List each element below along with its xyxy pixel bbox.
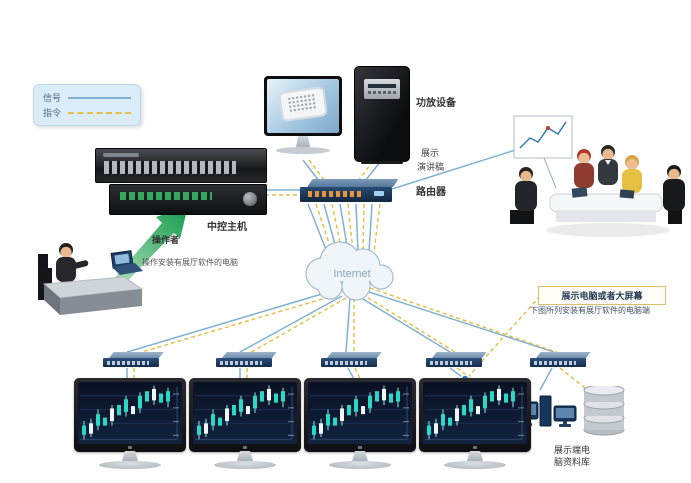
meeting-table <box>549 193 663 213</box>
chair <box>510 210 534 224</box>
rack-unit-bottom <box>109 184 267 215</box>
chair <box>38 254 48 272</box>
candlestick-chart <box>194 384 295 440</box>
person-red <box>574 149 594 188</box>
monitor-base <box>276 147 330 154</box>
terminal-label-line2: 脑资料库 <box>553 457 590 468</box>
person-suit <box>598 145 618 185</box>
person-right <box>663 165 685 211</box>
workstation-2 <box>553 405 577 427</box>
signal-line-sample <box>68 96 131 99</box>
rack-unit-top <box>95 148 267 183</box>
monitor-screen <box>267 79 339 133</box>
control-host-label: 中控主机 <box>207 222 247 233</box>
display-note-box: 展示电脑或者大屏幕 <box>538 286 666 305</box>
internet-label: Internet <box>333 268 370 280</box>
speech-annotation: 演讲稿 <box>417 162 445 172</box>
display-note-sub: 下图所列安装有展厅软件的电脑端 <box>530 306 650 315</box>
command-lines <box>133 159 586 389</box>
router-device <box>300 179 399 202</box>
operator-person <box>56 243 89 282</box>
display-monitor-4 <box>419 378 531 469</box>
display-annotation: 展示 <box>421 148 440 158</box>
terminal-label: 展示端电 脑资料库 <box>534 444 610 468</box>
signal-lines <box>126 145 555 391</box>
person-left <box>515 167 537 211</box>
monitor-stand <box>296 136 310 147</box>
switch-1 <box>103 352 164 367</box>
operator-desc-label: 操作安装有展厅软件的电脑 <box>142 258 238 267</box>
legend-box: 信号 指令 <box>33 84 141 126</box>
database-stack <box>583 386 625 436</box>
display-monitor-2 <box>189 378 301 469</box>
switch-2 <box>216 352 277 367</box>
legend-command-row: 指令 <box>43 106 131 119</box>
router-top-face <box>307 179 399 187</box>
legend-signal-label: 信号 <box>43 93 62 103</box>
whiteboard-chart <box>513 115 573 189</box>
switch-3 <box>321 352 382 367</box>
candlestick-chart <box>309 384 410 440</box>
presenter-monitor <box>264 76 342 154</box>
router-label: 路由器 <box>416 187 446 198</box>
legend-signal-row: 信号 <box>43 91 131 104</box>
amplifier-label: 功放设备 <box>416 98 456 109</box>
command-line-sample <box>68 111 131 114</box>
display-monitor-3 <box>304 378 416 469</box>
amplifier-panel <box>364 79 400 99</box>
operator-figure <box>38 243 144 315</box>
laptop <box>619 189 635 199</box>
switch-5 <box>530 352 591 367</box>
candlestick-chart <box>424 384 525 440</box>
amplifier-device <box>354 66 410 164</box>
pc-tower <box>539 395 552 427</box>
operator-label: 操作者 <box>152 235 180 245</box>
legend-command-label: 指令 <box>43 108 62 118</box>
central-control-host <box>95 148 267 215</box>
display-monitor-1 <box>74 378 186 469</box>
switch-4 <box>426 352 487 367</box>
monitor-frame <box>264 76 342 136</box>
router-front-face <box>300 187 392 202</box>
laptop <box>571 187 588 198</box>
person-yellow <box>622 155 642 193</box>
operator-laptop <box>110 250 143 275</box>
terminal-label-line1: 展示端电 <box>553 445 590 455</box>
candlestick-chart <box>79 384 180 440</box>
meeting-group <box>510 115 685 237</box>
internet-cloud: Internet <box>305 241 394 301</box>
